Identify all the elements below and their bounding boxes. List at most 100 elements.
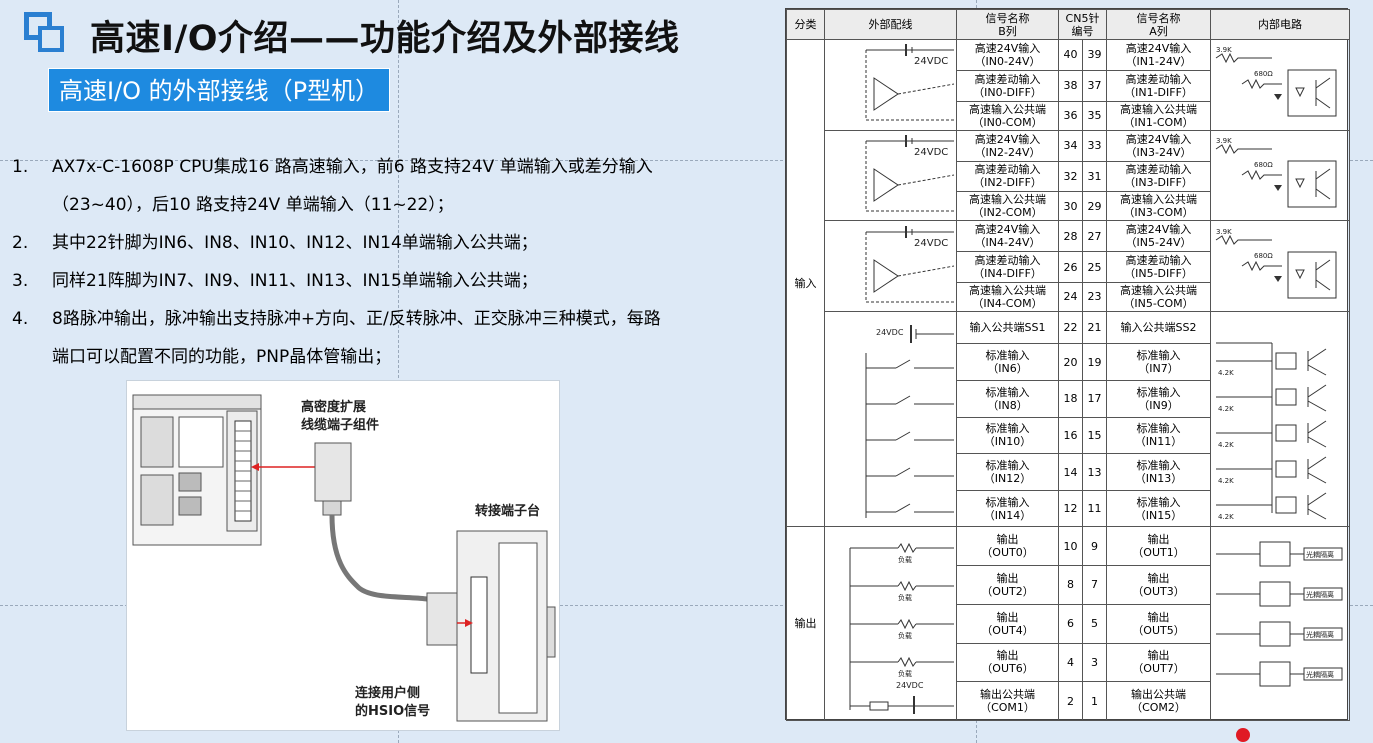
wiring-schematic: 24VDC xyxy=(865,324,954,518)
pin-number-a: 7 xyxy=(1081,565,1108,605)
header-signal-a: 信号名称 A列 xyxy=(1106,9,1212,40)
internal-schematic: 3.9K 680Ω xyxy=(1215,228,1337,299)
signal-b: 高速24V输入 （IN4-24V） xyxy=(956,220,1059,253)
schematic-label: 4.2K xyxy=(1218,441,1234,449)
signal-a: 输出公共端 （COM2） xyxy=(1106,681,1212,721)
wiring-schematic: 24VDC xyxy=(865,134,954,212)
pin-number-b: 22 xyxy=(1058,310,1083,345)
pin-number-a: 25 xyxy=(1081,251,1108,284)
pin-number-a: 9 xyxy=(1081,526,1108,567)
signal-a: 输出 （OUT3） xyxy=(1106,565,1212,605)
schematic-label: 负载 xyxy=(898,555,912,564)
wiring-diagram-cell: 24VDC xyxy=(824,39,957,131)
signal-a: 标准输入 （IN13） xyxy=(1106,453,1212,491)
signal-a: 高速差动输入 （IN1-DIFF） xyxy=(1106,69,1212,102)
schematic-label: 24VDC xyxy=(914,147,948,158)
internal-schematic: 3.9K 680Ω xyxy=(1215,46,1337,117)
wiring-figure: 高密度扩展 线缆端子组件 转接端子台 连接用户侧 的HSIO信号 xyxy=(126,380,560,731)
pin-number-a: 27 xyxy=(1081,220,1108,253)
category-input: 输入 xyxy=(786,38,825,528)
signal-b: 标准输入 （IN12） xyxy=(956,453,1059,491)
pin-number-a: 17 xyxy=(1081,380,1108,418)
pin-number-b: 10 xyxy=(1058,526,1083,567)
schematic-label: 680Ω xyxy=(1254,252,1273,260)
internal-circuit-cell: 3.9K 680Ω xyxy=(1210,39,1351,131)
signal-b: 输出公共端 （COM1） xyxy=(956,681,1059,721)
signal-b: 高速输入公共端 （IN2-COM） xyxy=(956,191,1059,222)
internal-circuit-cell: 3.9K 680Ω xyxy=(1210,220,1351,312)
pin-number-b: 36 xyxy=(1058,100,1083,131)
schematic-label: 保险丝 xyxy=(860,715,881,716)
pin-number-a: 31 xyxy=(1081,160,1108,193)
pin-number-b: 4 xyxy=(1058,642,1083,683)
signal-a: 高速差动输入 （IN5-DIFF） xyxy=(1106,251,1212,284)
schematic-label: 24VDC xyxy=(914,238,948,249)
header-internal: 内部电路 xyxy=(1210,9,1351,40)
signal-b: 高速输入公共端 （IN0-COM） xyxy=(956,100,1059,131)
list-item: 1.AX7x-C-1608P CPU集成16 路高速输入，前6 路支持24V 单… xyxy=(12,157,653,215)
label-expansion: 高密度扩展 线缆端子组件 xyxy=(301,400,380,433)
page-indicator-dot xyxy=(1236,728,1250,742)
guide-line xyxy=(398,0,399,743)
list-item: 2.其中22针脚为IN6、IN8、IN10、IN12、IN14单端输入公共端； xyxy=(12,233,538,253)
list-item: 3.同样21阵脚为IN7、IN9、IN11、IN13、IN15单端输入公共端； xyxy=(12,271,538,291)
signal-b: 高速24V输入 （IN2-24V） xyxy=(956,129,1059,162)
internal-circuit-cell: 光耦隔离光耦隔离光耦隔离光耦隔离 xyxy=(1210,526,1351,721)
pin-number-b: 40 xyxy=(1058,39,1083,71)
internal-circuit-cell: 3.9K 680Ω xyxy=(1210,129,1351,222)
category-output: 输出 xyxy=(786,526,825,721)
signal-a: 输出 （OUT7） xyxy=(1106,642,1212,683)
signal-b: 高速差动输入 （IN4-DIFF） xyxy=(956,251,1059,284)
pin-number-a: 15 xyxy=(1081,416,1108,455)
header-signal-b: 信号名称 B列 xyxy=(956,9,1059,40)
signal-b: 标准输入 （IN8） xyxy=(956,380,1059,418)
pin-number-b: 24 xyxy=(1058,282,1083,312)
schematic-label: 光耦隔离 xyxy=(1306,630,1334,639)
pin-number-b: 18 xyxy=(1058,380,1083,418)
signal-a: 输出 （OUT1） xyxy=(1106,526,1212,567)
signal-a: 输出 （OUT5） xyxy=(1106,603,1212,644)
slide-logo-icon xyxy=(24,12,66,52)
pin-number-a: 33 xyxy=(1081,129,1108,162)
signal-b: 输出 （OUT2） xyxy=(956,565,1059,605)
schematic-label: 3.9K xyxy=(1216,137,1232,145)
schematic-label: 680Ω xyxy=(1254,161,1273,169)
schematic-label: 负载 xyxy=(898,669,912,678)
schematic-label: 680Ω xyxy=(1254,70,1273,78)
signal-a: 高速24V输入 （IN5-24V） xyxy=(1106,220,1212,253)
pin-number-b: 14 xyxy=(1058,453,1083,491)
signal-a: 标准输入 （IN7） xyxy=(1106,343,1212,382)
pin-number-a: 19 xyxy=(1081,343,1108,382)
schematic-label: 3.9K xyxy=(1216,46,1232,54)
page-title: 高速I/O介绍——功能介绍及外部接线 xyxy=(90,19,680,59)
pin-number-b: 2 xyxy=(1058,681,1083,721)
pin-number-a: 29 xyxy=(1081,191,1108,222)
pin-number-b: 16 xyxy=(1058,416,1083,455)
pin-number-a: 3 xyxy=(1081,642,1108,683)
schematic-label: 3.9K xyxy=(1216,228,1232,236)
pin-number-a: 21 xyxy=(1081,310,1108,345)
signal-b: 输出 （OUT6） xyxy=(956,642,1059,683)
signal-a: 输入公共端SS2 xyxy=(1106,310,1212,345)
wiring-schematic: 24VDC xyxy=(865,225,954,303)
pin-number-a: 11 xyxy=(1081,489,1108,528)
schematic-label: 4.2K xyxy=(1218,513,1234,521)
wiring-diagram-cell: 24VDC xyxy=(824,220,957,312)
